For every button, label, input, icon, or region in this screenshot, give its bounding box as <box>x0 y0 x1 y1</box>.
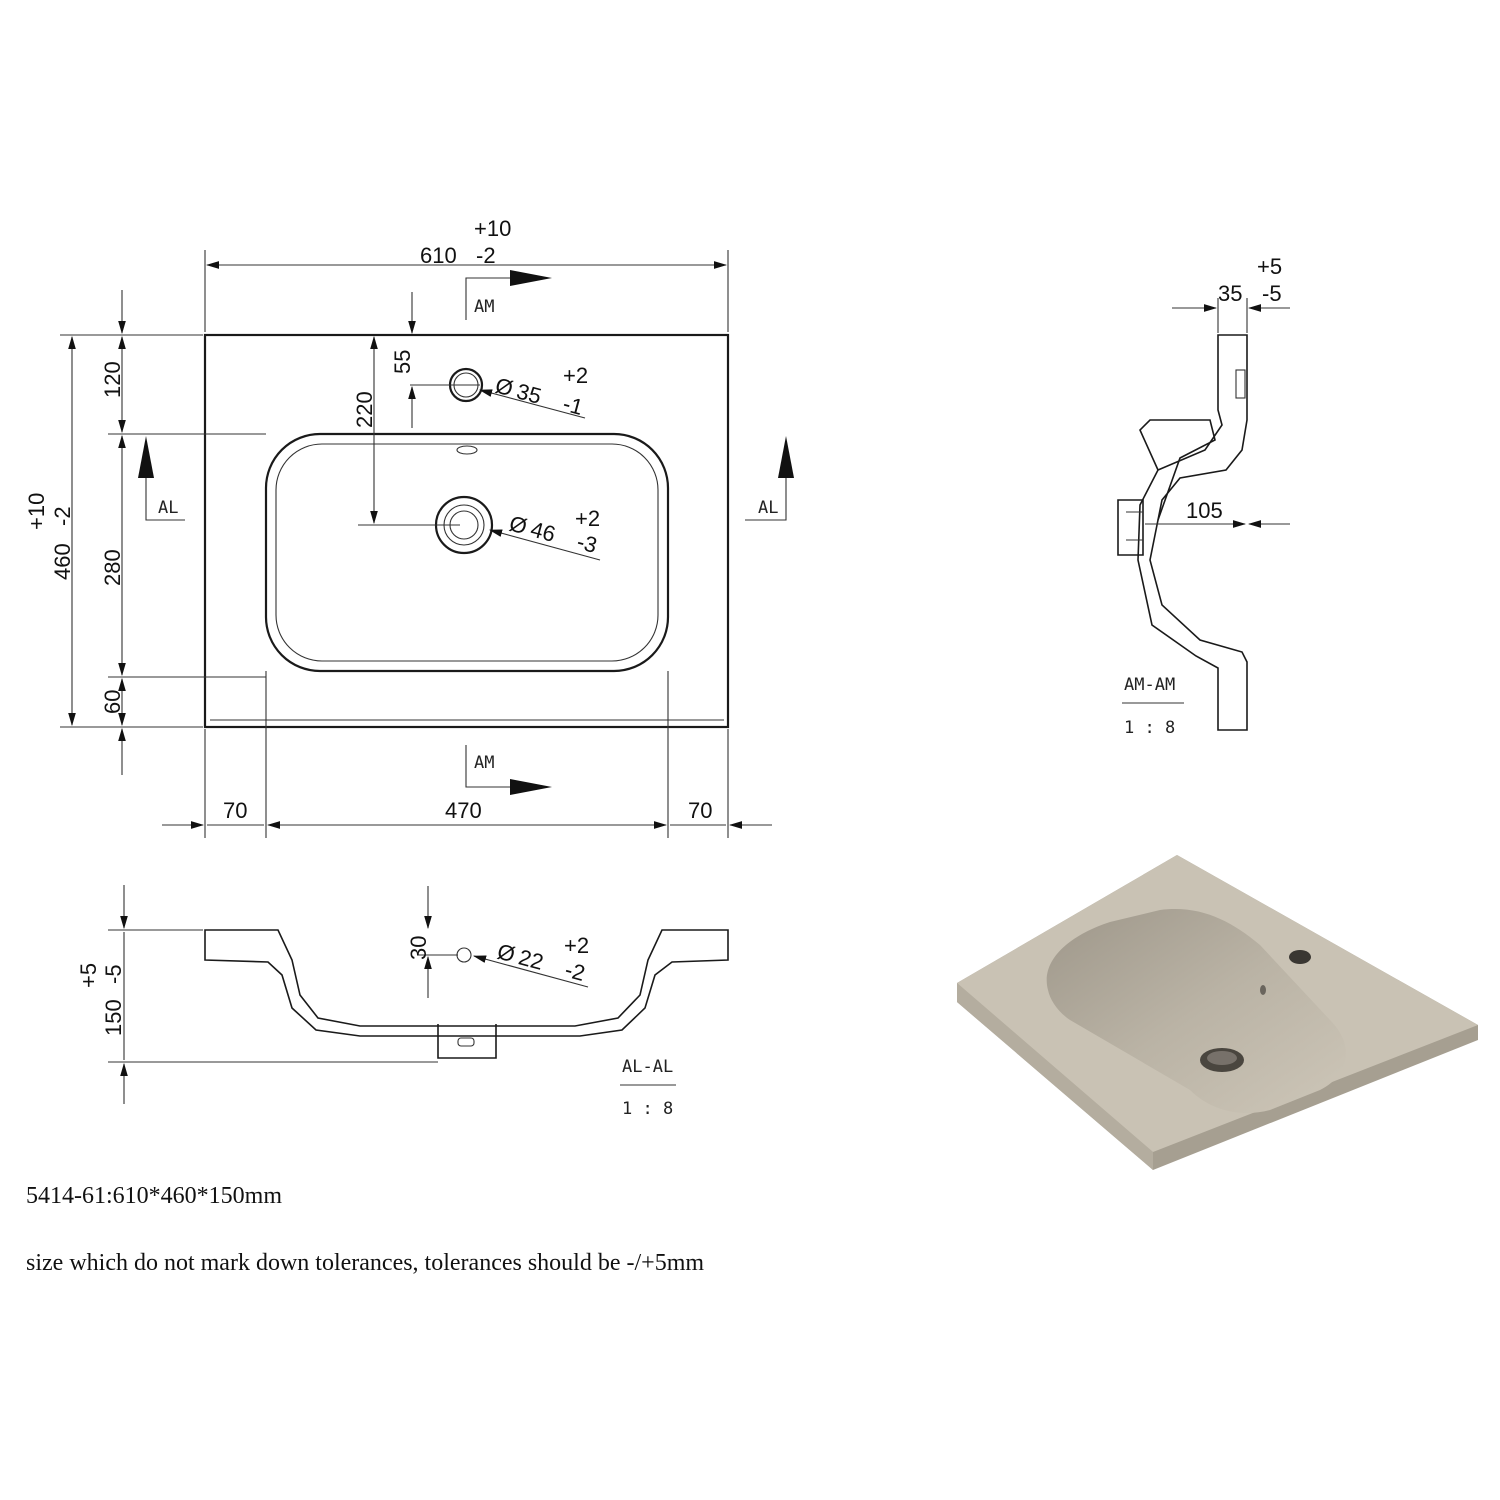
overall-width-tol-minus: -2 <box>476 243 496 268</box>
section-al-scale: 1 : 8 <box>622 1099 673 1119</box>
overflow-diameter-value: 22 <box>516 944 546 974</box>
drain-tol-minus: -3 <box>574 529 599 558</box>
overall-depth-tol-minus: -2 <box>50 506 75 526</box>
section-marker-al-right: AL <box>745 436 794 521</box>
right-margin-value: 70 <box>688 798 712 823</box>
basin-3d-bowl <box>1046 909 1347 1114</box>
overall-depth-value: 460 <box>50 543 75 580</box>
overall-width-value: 610 <box>420 243 457 268</box>
overflow-offset-value: 30 <box>406 936 431 960</box>
overflow-tol-plus: +2 <box>564 933 589 958</box>
basin-outline <box>203 333 730 729</box>
svg-text:AM: AM <box>474 753 494 773</box>
tap-hole-tol-minus: -1 <box>560 391 585 420</box>
section-marker-am-top: AM <box>465 270 552 320</box>
bowl-inner-outline <box>275 443 659 662</box>
basin-3d-overflow <box>1260 985 1266 995</box>
drain-offset-value: 220 <box>352 391 377 428</box>
rim-thickness-value: 35 <box>1218 281 1242 306</box>
tap-hole-diameter-value: 35 <box>514 378 544 408</box>
section-al-profile <box>204 929 729 1037</box>
svg-text:AL: AL <box>158 498 178 518</box>
svg-text:AL: AL <box>758 498 778 518</box>
section-al-height-value: 150 <box>101 999 126 1036</box>
front-margin-value: 60 <box>100 690 125 714</box>
section-am-scale: 1 : 8 <box>1124 718 1175 738</box>
bowl-width-value: 470 <box>445 798 482 823</box>
overflow-depth-value: 105 <box>1186 498 1223 523</box>
rear-margin-value: 120 <box>100 361 125 398</box>
rim-tol-minus: -5 <box>1262 281 1282 306</box>
bowl-outline <box>264 432 670 673</box>
overflow-diameter-symbol: Ø <box>495 939 518 968</box>
rim-tol-plus: +5 <box>1257 254 1282 279</box>
model-spec-note: 5414-61:610*460*150mm <box>26 1183 282 1209</box>
tap-hole-offset-value: 55 <box>390 350 415 374</box>
drain-diameter-symbol: Ø <box>507 511 530 540</box>
overflow-tol-minus: -2 <box>562 957 587 986</box>
section-marker-am-bottom: AM <box>465 745 552 795</box>
tap-hole-diameter-symbol: Ø <box>493 373 516 402</box>
section-marker-al-left: AL <box>138 436 185 521</box>
tap-hole-tol-plus: +2 <box>563 363 588 388</box>
plan-view: 610 -2 +10 460 -2 +10 120 280 60 55 220 <box>24 216 794 838</box>
overall-depth-tol-plus: +10 <box>24 493 49 530</box>
section-al-title: AL-AL <box>622 1057 673 1077</box>
section-al-height-tol-minus: -5 <box>101 964 126 984</box>
basin-3d-render <box>957 855 1478 1170</box>
overall-width-tol-plus: +10 <box>474 216 511 241</box>
section-al-overflow-hole <box>456 947 472 963</box>
section-am-view: 35 -5 +5 105 AM-AM 1 : 8 <box>1117 254 1290 738</box>
svg-text:AM: AM <box>474 297 494 317</box>
bowl-depth-value: 280 <box>100 549 125 586</box>
section-al-drain <box>437 1024 497 1059</box>
section-al-height-tol-plus: +5 <box>76 963 101 988</box>
drain-diameter-value: 46 <box>528 516 558 546</box>
section-am-profile <box>1137 334 1248 731</box>
drain-tol-plus: +2 <box>575 506 600 531</box>
tolerance-note: size which do not mark down tolerances, … <box>26 1250 705 1276</box>
section-am-drain <box>1117 499 1144 556</box>
basin-3d-tap-hole <box>1289 950 1311 964</box>
left-margin-value: 70 <box>223 798 247 823</box>
overflow-slot <box>456 445 478 455</box>
section-am-title: AM-AM <box>1124 675 1175 695</box>
section-al-view: 150 -5 +5 30 Ø 22 -2 +2 AL-AL 1 : 8 <box>76 885 729 1119</box>
